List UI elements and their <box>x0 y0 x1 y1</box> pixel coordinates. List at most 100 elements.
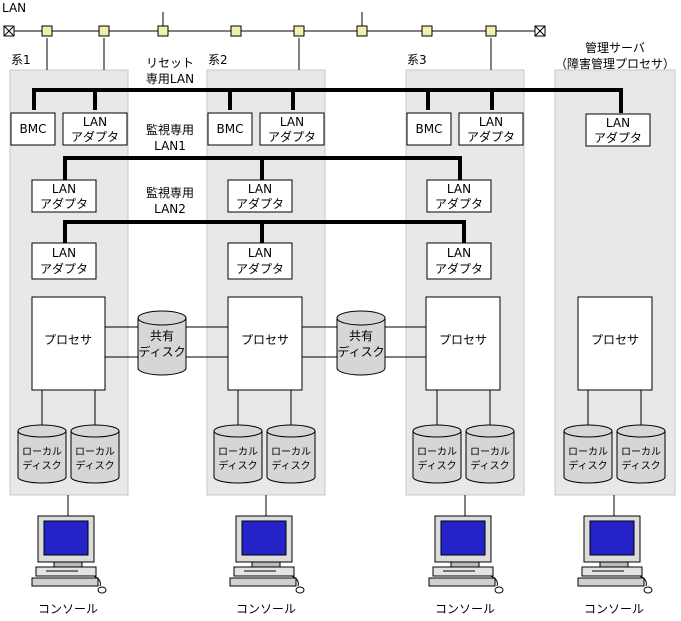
console-label: コンソール <box>584 602 644 616</box>
lan-adapter-mon1-2: LAN アダプタ <box>227 179 293 213</box>
lan-adapter-mon2-2: LAN アダプタ <box>227 242 293 280</box>
reset-lan-label-line2: 専用LAN <box>146 72 194 86</box>
svg-text:ローカル: ローカル <box>470 446 510 458</box>
lan-terminator <box>3 25 15 37</box>
svg-text:ローカル: ローカル <box>22 446 62 458</box>
processor-2: プロセサ <box>227 296 303 391</box>
computer-icon <box>229 515 305 594</box>
svg-text:アダプタ: アダプタ <box>467 129 515 144</box>
svg-text:ディスク: ディスク <box>470 459 509 472</box>
svg-text:ローカル: ローカル <box>271 446 311 458</box>
lan-adapter-reset-2: LAN アダプタ <box>259 112 325 146</box>
reset-lan-label-line1: リセット <box>146 56 194 70</box>
console: コンソール <box>577 515 653 616</box>
console: コンソール <box>428 515 504 616</box>
svg-text:ディスク: ディスク <box>568 459 607 472</box>
svg-text:アダプタ: アダプタ <box>268 129 316 144</box>
consoles: コンソール コンソール コンソール コンソール <box>31 515 653 616</box>
svg-text:LAN: LAN <box>248 182 272 196</box>
svg-text:ディスク: ディスク <box>621 459 660 472</box>
svg-text:LAN: LAN <box>83 115 107 129</box>
svg-text:BMC: BMC <box>217 122 244 136</box>
svg-text:LAN: LAN <box>248 246 272 260</box>
console-label: コンソール <box>236 602 296 616</box>
lan-adapter-mon2-3: LAN アダプタ <box>426 242 492 280</box>
svg-text:LAN: LAN <box>606 116 630 130</box>
mon-lan2-label-line1: 監視専用 <box>146 185 194 200</box>
mon-lan2-label-line2: LAN2 <box>154 202 186 216</box>
lan-adapter-mon2-1: LAN アダプタ <box>31 242 97 280</box>
svg-text:アダプタ: アダプタ <box>236 261 284 276</box>
lan-node <box>98 25 110 37</box>
system-2-label: 系2 <box>208 53 228 67</box>
svg-text:ローカル: ローカル <box>75 446 115 458</box>
lan-nodes <box>3 12 546 37</box>
svg-text:LAN: LAN <box>52 182 76 196</box>
svg-text:ローカル: ローカル <box>621 446 661 458</box>
mon-lan1-label-line1: 監視専用 <box>146 122 194 137</box>
svg-text:LAN: LAN <box>52 246 76 260</box>
lan-node <box>293 25 305 37</box>
lan-label: LAN <box>2 1 26 15</box>
lan-node <box>230 25 242 37</box>
svg-text:プロセサ: プロセサ <box>591 333 639 347</box>
system-3-label: 系3 <box>407 53 427 67</box>
svg-text:LAN: LAN <box>447 182 471 196</box>
lan-adapter-manager: LAN アダプタ <box>585 113 651 147</box>
system-1-label: 系1 <box>11 53 31 67</box>
svg-text:BMC: BMC <box>416 122 443 136</box>
svg-text:ディスク: ディスク <box>22 459 61 472</box>
svg-text:アダプタ: アダプタ <box>40 261 88 276</box>
manager-label-line2: （障害管理プロセサ） <box>555 56 675 71</box>
svg-text:プロセサ: プロセサ <box>241 333 289 347</box>
svg-text:アダプタ: アダプタ <box>435 261 483 276</box>
svg-text:LAN: LAN <box>447 246 471 260</box>
svg-text:ディスク: ディスク <box>218 459 257 472</box>
computer-icon <box>577 515 653 594</box>
svg-text:共有: 共有 <box>150 329 174 343</box>
manager-label-line1: 管理サーバ <box>585 40 645 55</box>
bmc-box-2: BMC <box>207 112 253 146</box>
processor-manager: プロセサ <box>577 296 653 391</box>
svg-text:ローカル: ローカル <box>568 446 608 458</box>
bmc-box-1: BMC <box>10 112 56 146</box>
console-label: コンソール <box>38 602 98 616</box>
shared-disk-2: 共有 ディスク <box>336 310 386 376</box>
lan-adapter-reset-1: LAN アダプタ <box>62 112 128 146</box>
svg-text:ディスク: ディスク <box>271 459 310 472</box>
computer-icon <box>31 515 107 594</box>
svg-text:アダプタ: アダプタ <box>594 130 642 145</box>
lan-node <box>157 25 169 37</box>
svg-text:プロセサ: プロセサ <box>439 333 487 347</box>
svg-text:ディスク: ディスク <box>417 459 456 472</box>
local-disks: ローカルディスクローカルディスクローカルディスクローカルディスクローカルディスク… <box>17 424 666 484</box>
svg-text:LAN: LAN <box>479 115 503 129</box>
svg-text:ディスク: ディスク <box>337 344 384 359</box>
svg-text:アダプタ: アダプタ <box>435 196 483 211</box>
svg-text:アダプタ: アダプタ <box>236 196 284 211</box>
mon-lan1-label-line2: LAN1 <box>154 139 186 153</box>
svg-text:ローカル: ローカル <box>417 446 457 458</box>
svg-text:ローカル: ローカル <box>218 446 258 458</box>
panel-to-console-lines <box>67 495 615 516</box>
console: コンソール <box>31 515 107 616</box>
lan-node <box>356 25 368 37</box>
processor-1: プロセサ <box>31 296 106 391</box>
console-label: コンソール <box>435 602 495 616</box>
lan-node <box>485 25 497 37</box>
svg-text:共有: 共有 <box>349 329 373 343</box>
svg-text:アダプタ: アダプタ <box>40 196 88 211</box>
svg-text:ディスク: ディスク <box>75 459 114 472</box>
shared-disk-1: 共有 ディスク <box>137 310 187 376</box>
console: コンソール <box>229 515 305 616</box>
processor-to-disk-lines <box>41 390 642 425</box>
lan-adapter-mon1-3: LAN アダプタ <box>426 179 492 213</box>
svg-text:アダプタ: アダプタ <box>71 129 119 144</box>
lan-node <box>421 25 433 37</box>
